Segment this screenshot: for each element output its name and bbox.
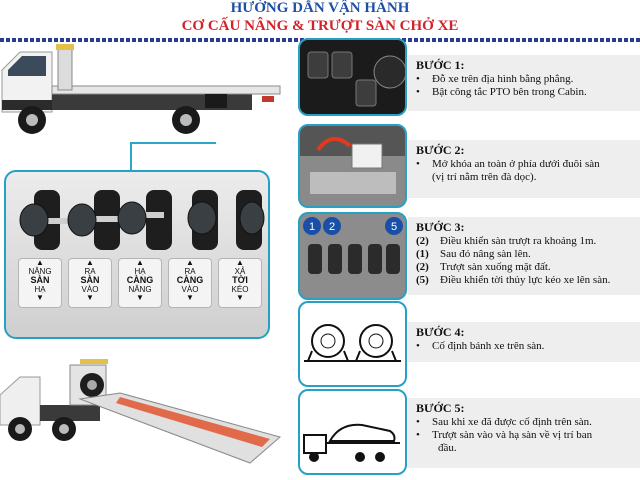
step-item: (1) Sau đó nâng sàn lên.: [416, 248, 640, 261]
step-3-box: BƯỚC 3: (2) Điều khiển sàn trượt ra khoản…: [408, 217, 640, 295]
arrow-down-icon: ▼: [86, 293, 94, 302]
bullet: •: [416, 416, 420, 428]
step3-number-5: 5: [391, 221, 397, 233]
step-text: Đỗ xe trên địa hình bằng phẳng.: [432, 73, 574, 85]
bullet: •: [416, 73, 420, 85]
step-text: đầu.: [438, 442, 457, 454]
step-text: Cố định bánh xe trên sàn.: [432, 340, 545, 352]
arrow-up-icon: ▲: [136, 258, 144, 267]
step-text: Điều khiển tời thủy lực kéo xe lên sàn.: [440, 274, 611, 286]
step-text: Sau khi xe đã được cố định trên sàn.: [432, 416, 592, 428]
bullet: •: [416, 86, 420, 98]
label-top: HẠ: [134, 267, 146, 276]
step5-car-on-truck-drawing: [298, 389, 407, 475]
step-item: (2) Điều khiển sàn trượt ra khoảng 1m.: [416, 235, 640, 248]
page-subtitle: CƠ CẤU NÂNG & TRƯỢT SÀN CHỞ XE: [181, 18, 459, 34]
step-item: • Bật công tắc PTO bên trong Cabin.: [416, 86, 640, 99]
step-title: BƯỚC 4:: [416, 325, 465, 339]
label-main: SÀN: [30, 275, 50, 285]
step-item: (5) Điều khiển tời thủy lực kéo xe lên sà…: [416, 274, 640, 287]
step-text: Trượt sàn vào và hạ sàn về vị trí ban: [432, 429, 593, 441]
step-title: BƯỚC 5:: [416, 401, 465, 415]
label-bottom: VÀO: [181, 285, 199, 294]
step3-number-1: 1: [309, 221, 315, 233]
step-item: • Mở khóa an toàn ở phía dưới đuôi sàn: [416, 158, 640, 171]
label-san-nang-ha: ▲ NÂNG SÀN HẠ ▼: [18, 258, 62, 308]
step-item: (2) Trượt sàn xuống mặt đất.: [416, 261, 640, 274]
arrow-down-icon: ▼: [186, 293, 194, 302]
label-bottom: KÉO: [231, 285, 249, 294]
step-item: • Đỗ xe trên địa hình bằng phẳng.: [416, 73, 640, 86]
step-number: (2): [416, 261, 429, 273]
bullet: •: [416, 340, 420, 352]
step-item: (vị trí nằm trên đà dọc).: [416, 171, 640, 184]
step-text: (vị trí nằm trên đà dọc).: [432, 171, 537, 183]
step-4-box: BƯỚC 4: • Cố định bánh xe trên sàn.: [408, 322, 640, 362]
label-bottom: NÂNG: [128, 285, 152, 294]
tow-truck-side-illustration: [1, 44, 281, 134]
step-5-box: BƯỚC 5: • Sau khi xe đã được cố định trên…: [408, 398, 640, 468]
step-number: (2): [416, 235, 429, 247]
label-cang-ha-nang: ▲ HẠ CÀNG NÂNG ▼: [118, 258, 162, 308]
step-text: Trượt sàn xuống mặt đất.: [440, 261, 551, 273]
arrow-down-icon: ▼: [136, 293, 144, 302]
label-top: RA: [84, 267, 96, 276]
label-top: XẢ: [234, 267, 246, 276]
arrow-down-icon: ▼: [236, 293, 244, 302]
label-bottom: HẠ: [34, 285, 46, 294]
arrow-up-icon: ▲: [86, 258, 94, 267]
step-number: (5): [416, 274, 429, 286]
arrow-up-icon: ▲: [236, 258, 244, 267]
step-item: • Trượt sàn vào và hạ sàn về vị trí ban: [416, 429, 640, 442]
arrow-up-icon: ▲: [186, 258, 194, 267]
control-levers: [19, 190, 265, 250]
label-san-ra-vao: ▲ RA SÀN VÀO ▼: [68, 258, 112, 308]
step4-wheel-chock-drawing: [298, 301, 407, 387]
step-text: Điều khiển sàn trượt ra khoảng 1m.: [440, 235, 597, 247]
tow-truck-ramp-illustration: [0, 359, 282, 464]
step-title: BƯỚC 2:: [416, 143, 465, 157]
label-top: RA: [184, 267, 196, 276]
step-item-continued: đầu.: [416, 442, 640, 455]
step-text: Mở khóa an toàn ở phía dưới đuôi sàn: [432, 158, 600, 170]
arrow-down-icon: ▼: [36, 293, 44, 302]
label-cang-ra-vao: ▲ RA CÀNG VÀO ▼: [168, 258, 212, 308]
step-item: • Cố định bánh xe trên sàn.: [416, 340, 640, 353]
control-labels: ▲ NÂNG SÀN HẠ ▼ ▲ RA SÀN VÀO ▼ ▲ HẠ CÀNG…: [14, 254, 264, 310]
step-1-box: BƯỚC 1: • Đỗ xe trên địa hình bằng phẳng.…: [408, 55, 640, 111]
label-main: SÀN: [80, 275, 100, 285]
step2-safety-lock-photo: [298, 124, 407, 208]
step-text: Bật công tắc PTO bên trong Cabin.: [432, 86, 587, 98]
step-title: BƯỚC 1:: [416, 58, 465, 72]
label-main: CÀNG: [176, 275, 204, 285]
bullet: •: [416, 158, 420, 170]
step-number: (1): [416, 248, 429, 260]
bullet: •: [416, 429, 420, 441]
step3-number-2: 2: [329, 221, 335, 233]
step-2-box: BƯỚC 2: • Mở khóa an toàn ở phía dưới đuô…: [408, 140, 640, 198]
label-main: CÀNG: [126, 275, 154, 285]
step-title: BƯỚC 3:: [416, 220, 465, 234]
step-item: • Sau khi xe đã được cố định trên sàn.: [416, 416, 640, 429]
label-bottom: VÀO: [81, 285, 99, 294]
step-text: Sau đó nâng sàn lên.: [440, 248, 531, 260]
label-top: NÂNG: [28, 267, 52, 276]
page-title: HƯỚNG DẪN VẬN HÀNH: [230, 0, 410, 16]
step1-cabin-switch-photo: [298, 38, 407, 116]
arrow-up-icon: ▲: [36, 258, 44, 267]
label-main: TỜI: [232, 275, 248, 285]
step3-levers-photo: 1 2 5: [298, 212, 407, 300]
callout-line-vertical: [130, 142, 132, 170]
callout-line: [130, 142, 216, 144]
label-toi-xa-keo: ▲ XẢ TỜI KÉO ▼: [218, 258, 262, 308]
control-panel-closeup: ▲ NÂNG SÀN HẠ ▼ ▲ RA SÀN VÀO ▼ ▲ HẠ CÀNG…: [4, 170, 270, 339]
